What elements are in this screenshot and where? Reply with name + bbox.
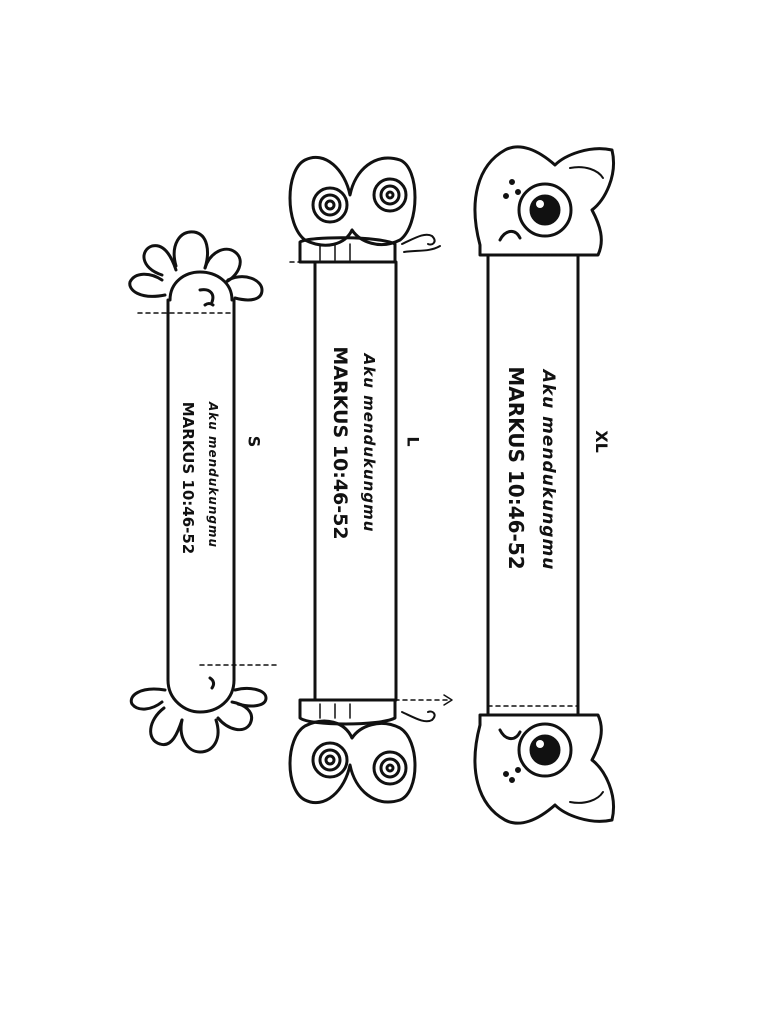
strap-title-s: Aku mendukungmu (206, 401, 220, 549)
cat-bottom-icon (473, 713, 615, 825)
band-l (288, 156, 453, 804)
strap-title-l: Aku mendukungmu (360, 353, 378, 533)
butterfly-top-icon (288, 156, 441, 264)
size-label-s: S (244, 435, 264, 448)
strap-verse-xl: MARKUS 10:46-52 (504, 366, 528, 570)
size-label-xl: XL (591, 430, 611, 453)
flower-bottom-icon (129, 676, 268, 754)
strap-verse-l: MARKUS 10:46-52 (329, 346, 351, 540)
strap-title-xl: Aku mendukungmu (538, 369, 558, 571)
band-xl (473, 145, 615, 825)
band-s (128, 230, 279, 754)
flower-top-icon (128, 230, 264, 307)
size-label-l: L (403, 436, 423, 447)
strap-verse-s: MARKUS 10:46-52 (179, 401, 197, 555)
cat-top-icon (473, 145, 615, 257)
butterfly-bottom-icon (288, 698, 436, 804)
